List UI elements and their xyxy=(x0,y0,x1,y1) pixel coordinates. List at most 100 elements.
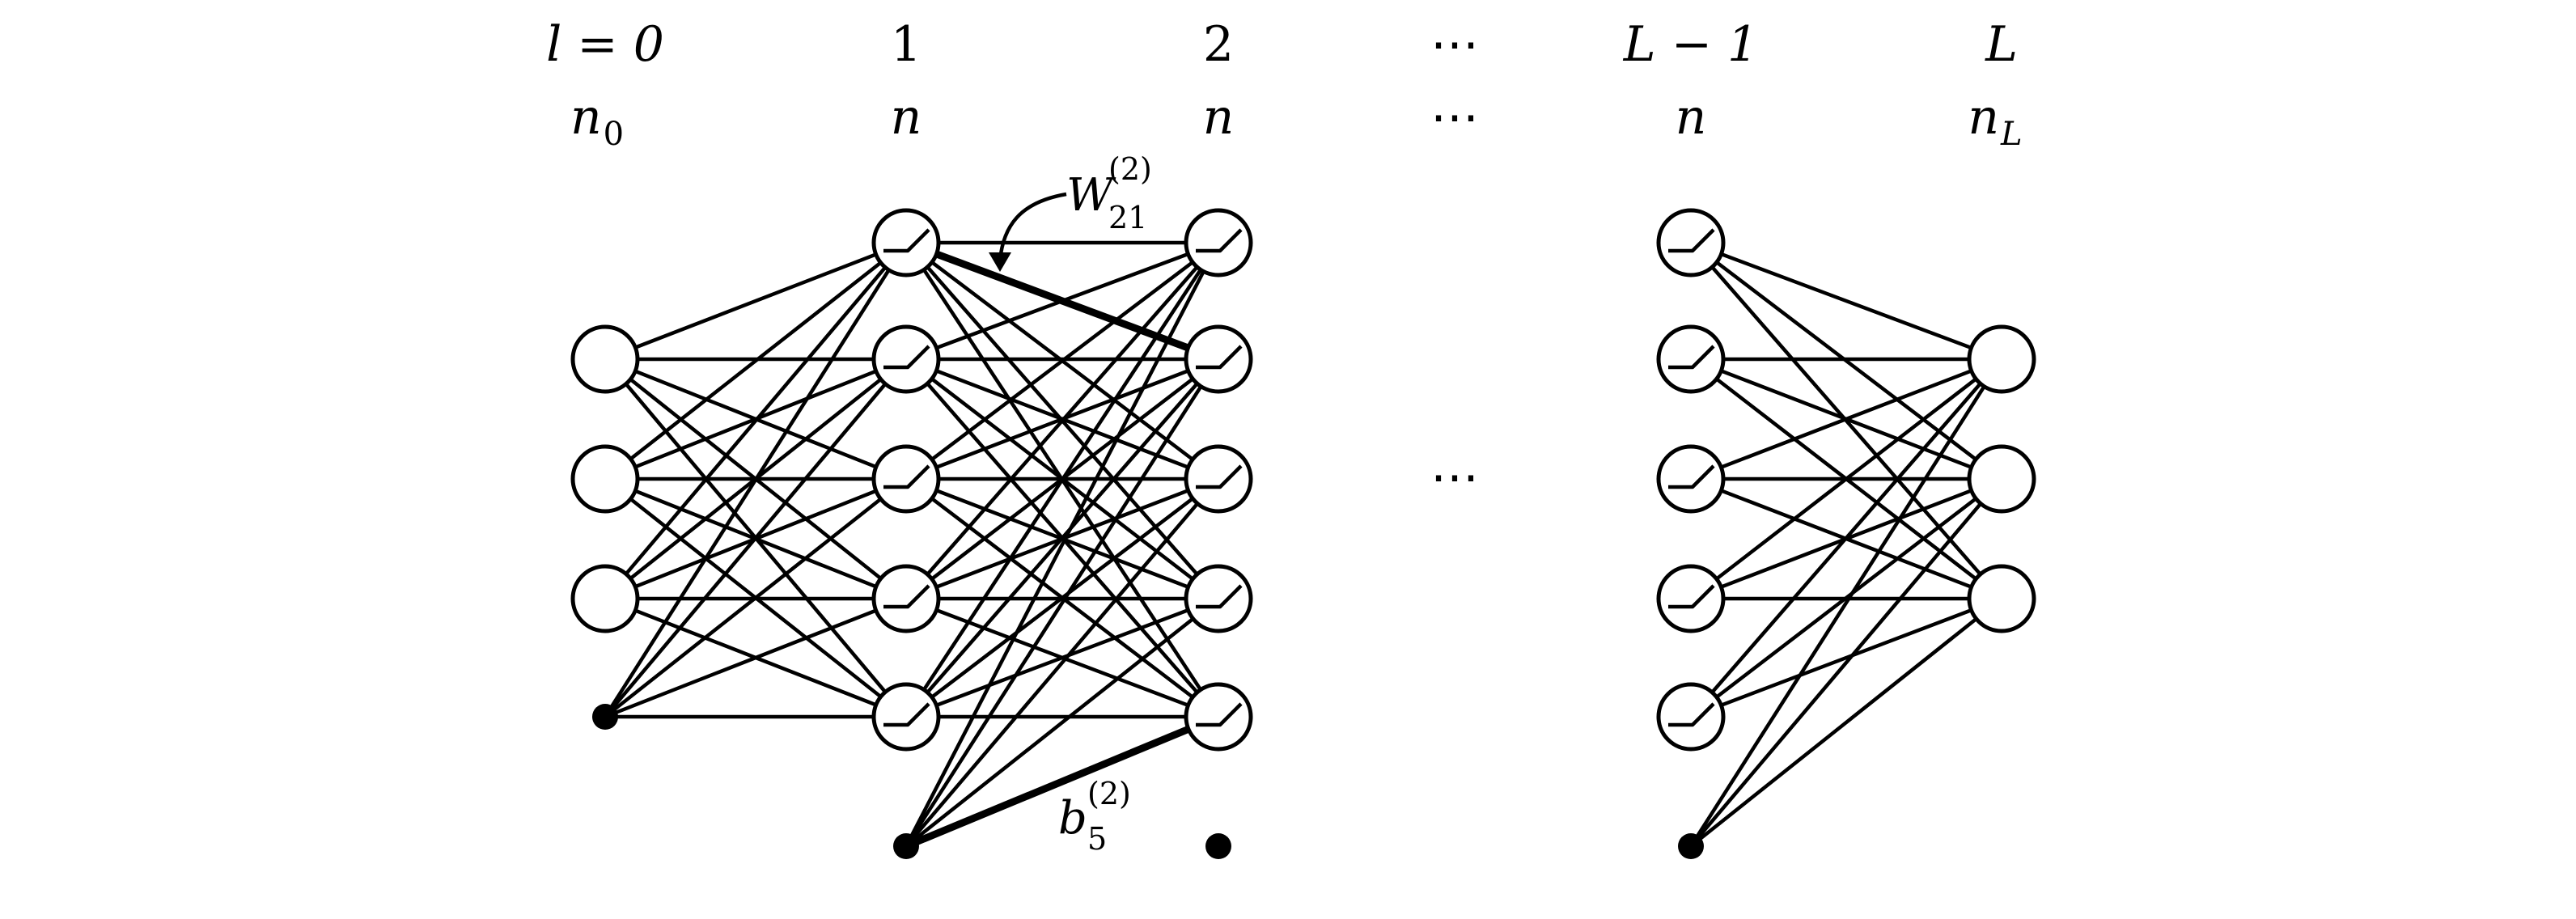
connections xyxy=(604,240,2003,849)
layer-width-l: nL xyxy=(1968,89,2022,153)
weight-subscript: 21 xyxy=(1108,200,1147,235)
input-bias-node xyxy=(592,704,618,730)
relu-activation-icon xyxy=(883,345,930,370)
neuron-circle xyxy=(570,324,640,394)
layer-width-row: n0 n n ⋯ n nL xyxy=(570,89,2023,153)
neuron-circle xyxy=(1656,324,1726,394)
edge-hidden-last-neuron-5-to-output-neuron-3 xyxy=(1690,596,2002,719)
relu-activation-icon xyxy=(1668,702,1715,727)
layer-width-0: n0 xyxy=(570,89,624,153)
relu-activation-icon xyxy=(883,464,930,489)
edge-hidden-1-neuron-5-to-hidden-2-neuron-4 xyxy=(905,596,1219,719)
edge-input-bias-to-hidden-1-neuron-2 xyxy=(604,358,908,718)
hidden-last-neuron-4 xyxy=(1656,564,1726,633)
bias-annotation: b (2) 5 xyxy=(1058,776,1131,857)
relu-activation-icon xyxy=(883,228,930,253)
neuron-circle xyxy=(1656,208,1726,277)
relu-activation-icon xyxy=(1668,345,1715,370)
edge-hidden-last-bias-to-output-neuron-1 xyxy=(1689,358,2003,848)
layer-index-0: l = 0 xyxy=(546,16,664,73)
weight-superscript: (2) xyxy=(1108,151,1152,187)
neuron-circle xyxy=(1967,324,2036,394)
relu-activation-icon xyxy=(883,702,930,727)
edge-hidden-last-bias-to-output-neuron-2 xyxy=(1689,477,2003,848)
weight-symbol: W xyxy=(1066,169,1116,222)
hidden-2-neuron-5 xyxy=(1184,682,1253,752)
hidden-2-neuron-3 xyxy=(1184,444,1253,514)
edge-hidden-1-bias-to-hidden-2-neuron-4 xyxy=(905,597,1220,848)
hidden-2-neuron-2 xyxy=(1184,324,1253,394)
neuron-circle xyxy=(1656,564,1726,633)
layer-index-1: 1 xyxy=(891,16,922,73)
hidden-2-neuron-1 xyxy=(1184,208,1253,277)
hidden-last-neuron-2 xyxy=(1656,324,1726,394)
layer-index-ellipsis: ⋯ xyxy=(1430,16,1479,73)
neuron-circle xyxy=(1184,444,1253,514)
highlighted-bias-edge xyxy=(905,713,1220,850)
hidden-1-neuron-3 xyxy=(871,444,941,514)
bias-symbol: b xyxy=(1058,792,1087,845)
hidden-2-bias-node xyxy=(1205,833,1231,859)
bias-subscript: 5 xyxy=(1087,821,1107,857)
neuron-circle xyxy=(871,444,941,514)
relu-activation-icon xyxy=(1196,228,1243,253)
hidden-1-bias-node xyxy=(893,833,919,859)
hidden-2-neuron-4 xyxy=(1184,564,1253,633)
input-neuron-2 xyxy=(570,444,640,514)
neuron-circle xyxy=(1656,682,1726,752)
layer-width-l-minus-1: n xyxy=(1676,89,1707,146)
edge-hidden-last-neuron-4-to-output-neuron-1 xyxy=(1689,358,2003,600)
edge-hidden-1-neuron-5-to-hidden-2-neuron-2 xyxy=(905,358,1220,718)
weight-leader-arrow xyxy=(998,192,1067,261)
neuron-circle xyxy=(871,208,941,277)
hidden-1-neuron-1 xyxy=(871,208,941,277)
neurons xyxy=(570,208,2036,859)
highlighted-connections xyxy=(905,239,1220,850)
output-neuron-3 xyxy=(1967,564,2036,633)
input-neuron-1 xyxy=(570,324,640,394)
relu-activation-icon xyxy=(1196,584,1243,609)
hidden-1-neuron-5 xyxy=(871,682,941,752)
edge-hidden-1-neuron-5-to-hidden-2-neuron-3 xyxy=(905,477,1220,718)
highlighted-weight-edge xyxy=(905,239,1220,363)
edge-input-bias-to-hidden-1-neuron-3 xyxy=(604,477,908,718)
relu-activation-icon xyxy=(883,584,930,609)
output-neuron-1 xyxy=(1967,324,2036,394)
layer-index-row: l = 0 1 2 ⋯ L − 1 L xyxy=(546,16,2018,73)
edge-hidden-1-neuron-3-to-hidden-2-neuron-1 xyxy=(905,241,1220,481)
edge-hidden-last-neuron-3-to-output-neuron-1 xyxy=(1690,357,2002,481)
layer-index-l-minus-1: L − 1 xyxy=(1623,16,1758,73)
relu-activation-icon xyxy=(1668,464,1715,489)
hidden-last-neuron-5 xyxy=(1656,682,1726,752)
neuron-circle xyxy=(1184,682,1253,752)
weight-annotation: W (2) 21 xyxy=(989,151,1152,272)
edge-input-bias-to-hidden-1-neuron-1 xyxy=(604,241,908,718)
neuron-circle xyxy=(1656,444,1726,514)
hidden-layers-ellipsis: ⋯ xyxy=(1430,449,1479,506)
layer-index-2: 2 xyxy=(1203,16,1234,73)
hidden-last-neuron-3 xyxy=(1656,444,1726,514)
edge-input-neuron-3-to-hidden-1-neuron-1 xyxy=(604,241,908,600)
edge-hidden-last-neuron-1-to-output-neuron-1 xyxy=(1690,240,2002,362)
relu-activation-icon xyxy=(1196,345,1243,370)
hidden-1-neuron-2 xyxy=(871,324,941,394)
relu-activation-icon xyxy=(1668,228,1715,253)
layer-width-2: n xyxy=(1203,89,1235,146)
edge-hidden-last-bias-to-output-neuron-3 xyxy=(1689,597,2003,848)
edge-hidden-last-neuron-5-to-output-neuron-1 xyxy=(1689,358,2003,718)
hidden-1-neuron-4 xyxy=(871,564,941,633)
edge-hidden-1-neuron-5-to-hidden-2-neuron-1 xyxy=(905,241,1220,718)
input-neuron-3 xyxy=(570,564,640,633)
neuron-circle xyxy=(570,564,640,633)
neuron-circle xyxy=(871,564,941,633)
neuron-circle xyxy=(871,682,941,752)
neuron-circle xyxy=(1184,324,1253,394)
edge-input-neuron-1-to-hidden-1-neuron-1 xyxy=(604,240,907,362)
relu-activation-icon xyxy=(1196,464,1243,489)
hidden-last-neuron-1 xyxy=(1656,208,1726,277)
neuron-circle xyxy=(1967,444,2036,514)
neuron-circle xyxy=(570,444,640,514)
relu-activation-icon xyxy=(1196,702,1243,727)
layer-width-1: n xyxy=(891,89,922,146)
